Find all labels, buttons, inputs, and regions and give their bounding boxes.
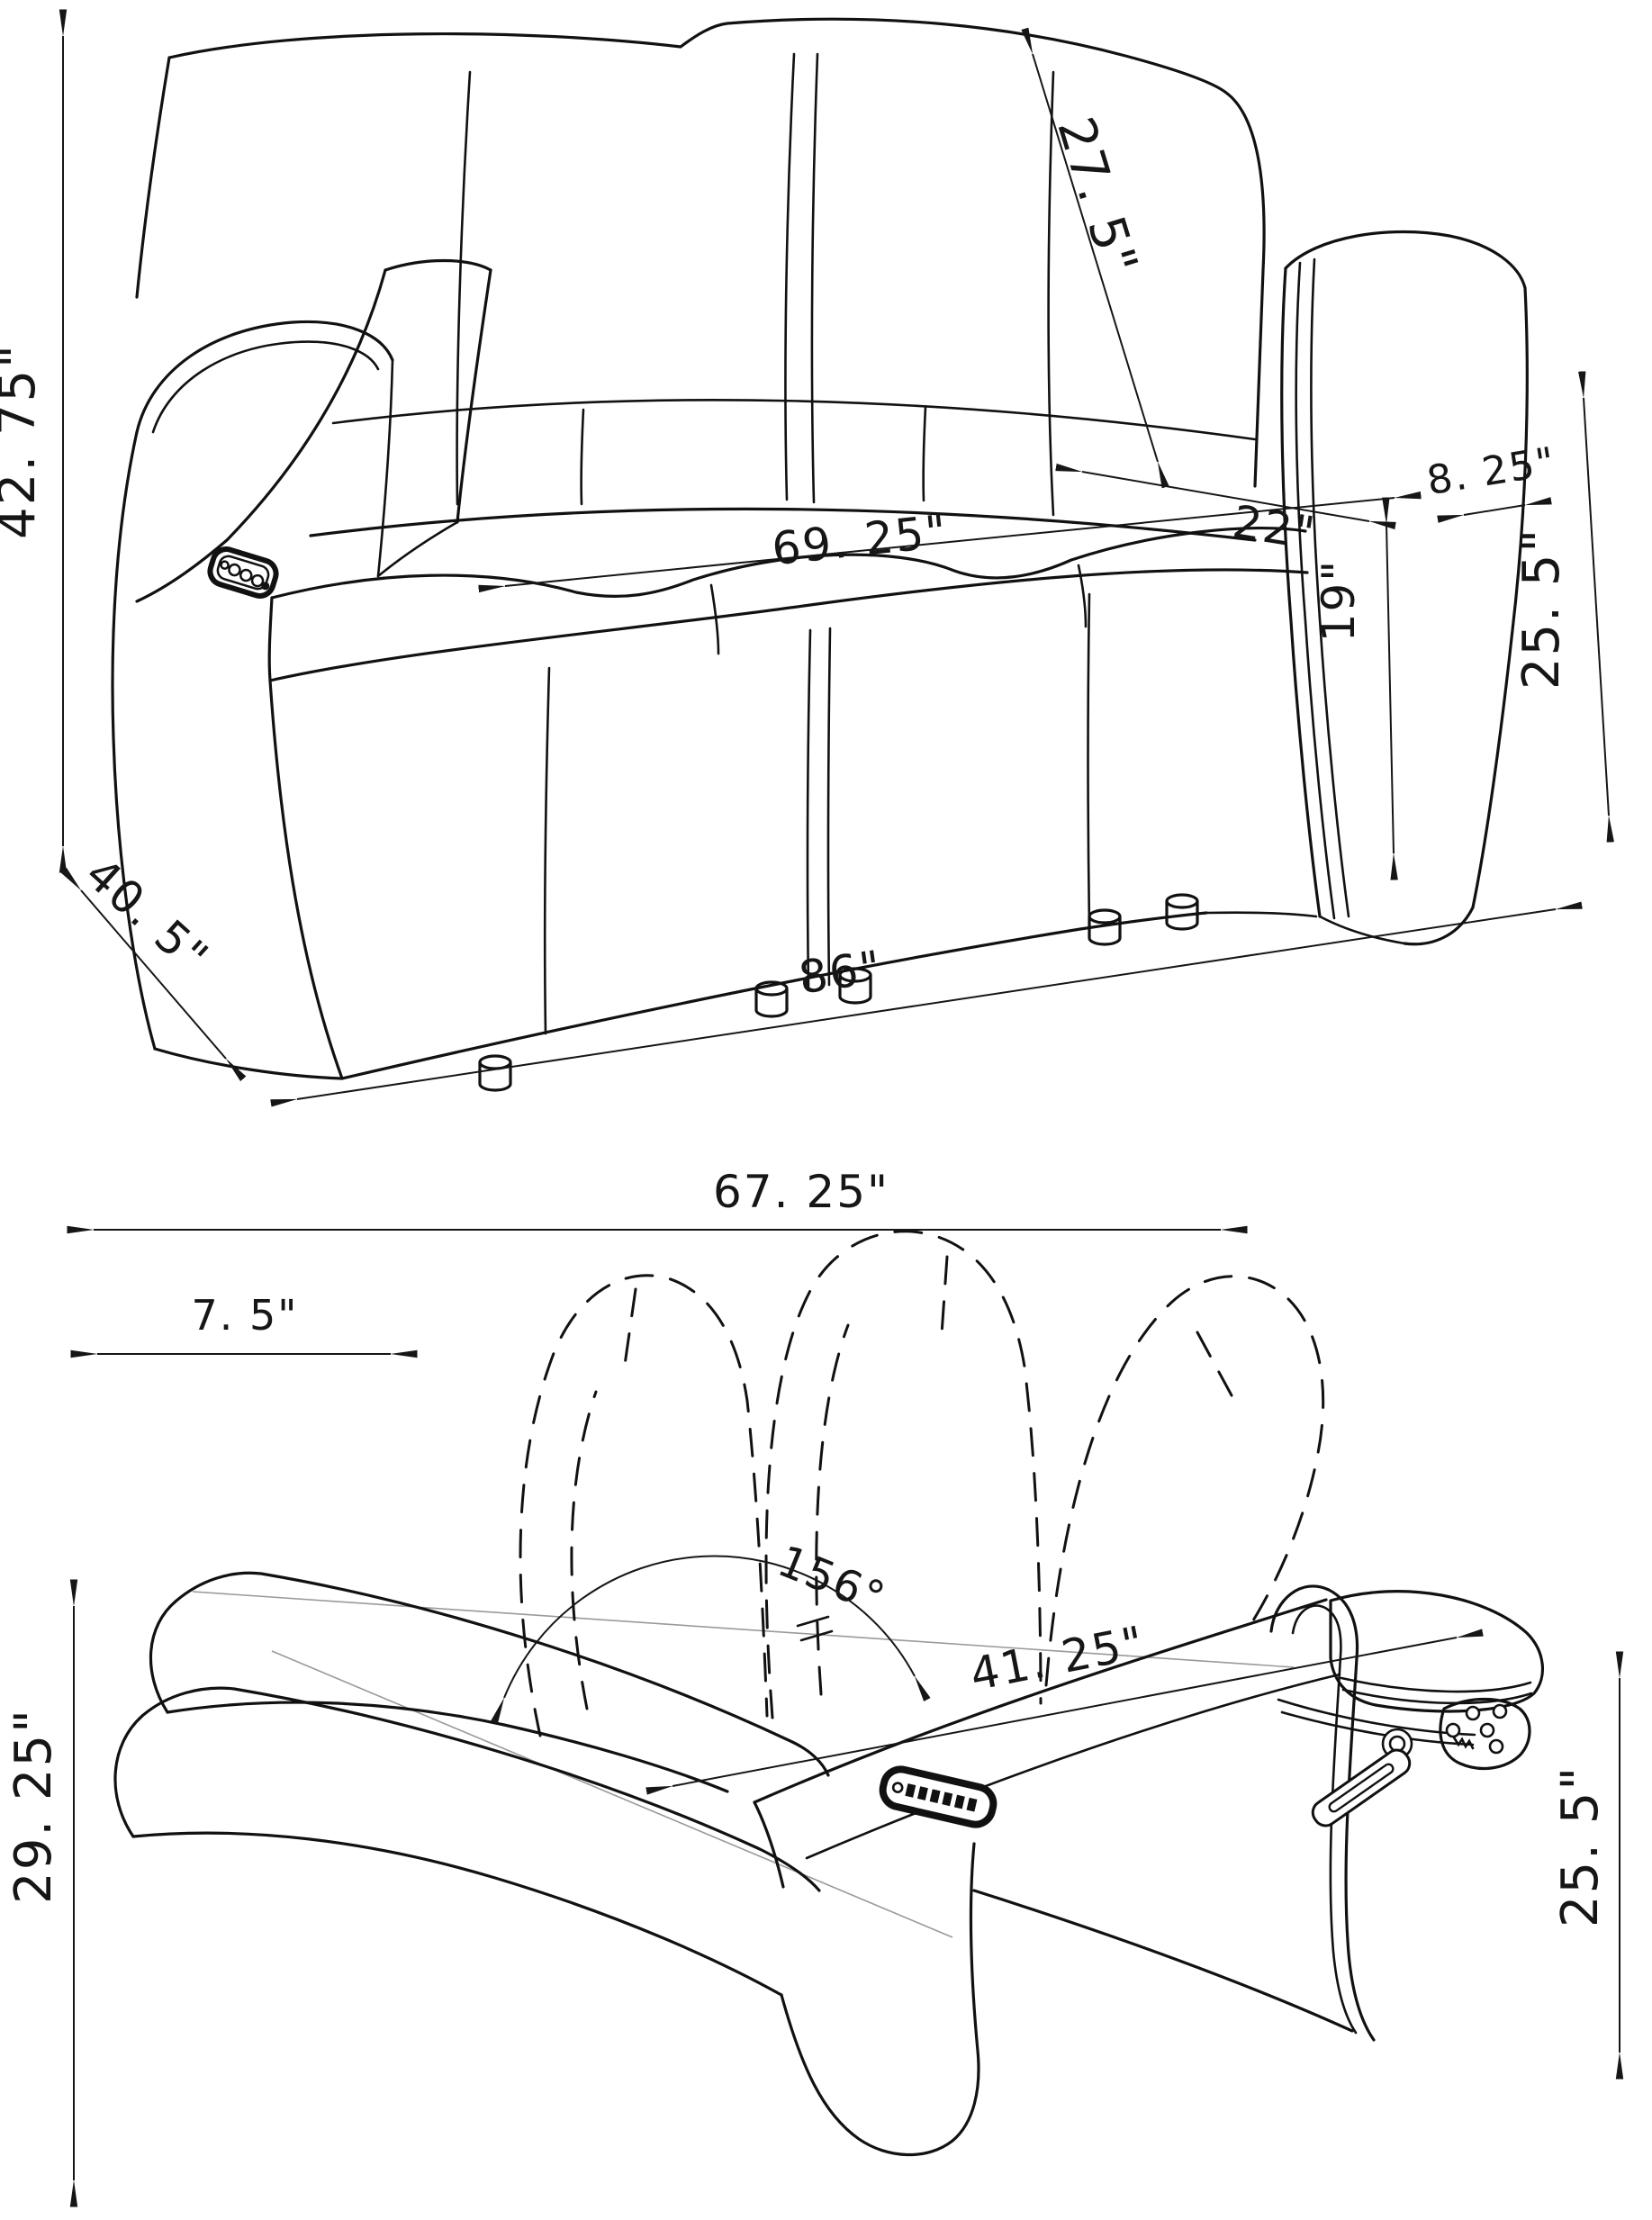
footrest-pad-top-underside (166, 1701, 729, 1793)
recliner-base-pedestal (780, 1842, 980, 2157)
left-arm-inner (376, 358, 394, 578)
recline-angle-label: 156° (771, 1536, 893, 1624)
sofa-left-wing-outer (135, 268, 387, 603)
ghost-lobe-1 (519, 1274, 769, 1737)
left-arm-piping (151, 340, 380, 434)
ghost-tick-4 (796, 1615, 830, 1628)
power-control-panel-sofa (207, 546, 279, 599)
recline-mechanism (1311, 1697, 1531, 1827)
backrest-bottom-contour (972, 1889, 1354, 2033)
mechanism-hole-5 (1488, 1738, 1504, 1755)
base-seam-1 (543, 666, 551, 1035)
dim-line-overall-width (270, 901, 1583, 1107)
arm-width-label: 8. 25" (1424, 438, 1559, 504)
dim-line-back-length (645, 1629, 1484, 1795)
lumbar-seam-1 (580, 408, 585, 506)
arm-height-label: 25. 5" (1512, 528, 1571, 690)
right-arm-inner-3 (1310, 257, 1350, 918)
dim-line-arm-width (1437, 497, 1552, 523)
dim-arc-recline-angle (491, 1555, 931, 1724)
mechanism-hole-4 (1479, 1722, 1495, 1738)
back-length-label: 41. 25" (966, 1616, 1149, 1701)
height-reclined-label: 29. 25" (5, 1708, 63, 1904)
right-arm-inner-bottom (1318, 915, 1406, 945)
left-arm-bottom (153, 1047, 344, 1080)
sofa-left-wing-inner (456, 268, 492, 524)
footrest-pad-bottom (113, 1686, 821, 1892)
back-height-label: 27. 5" (1045, 111, 1149, 283)
footrest-pad-bottom-underside (131, 1831, 783, 1997)
ghost-tick-2 (940, 1255, 949, 1336)
overall-width-label: 86" (796, 941, 886, 1004)
power-control-panel-recliner (879, 1765, 998, 1828)
ghost-lobe-2-seam (815, 1323, 850, 1696)
back-seam-2b (810, 52, 819, 504)
seat-width-label: 69. 25" (770, 505, 951, 575)
ghost-lobe-1-seam (570, 1390, 598, 1710)
ghost-tick-3 (1196, 1331, 1233, 1397)
footrest-pad-top (149, 1571, 830, 1777)
left-arm-cap (135, 320, 394, 434)
ghost-upright-backrest (519, 1230, 1325, 1737)
dim-line-seat-depth (1055, 463, 1396, 530)
seat-depth-label: 22" (1229, 495, 1320, 560)
right-arm-bottom (1403, 906, 1475, 946)
overall-depth-label: 40. 5" (76, 848, 219, 985)
ghost-tick-1 (623, 1287, 637, 1367)
mechanism-hole-1 (1465, 1705, 1481, 1721)
back-seam-1 (456, 70, 472, 506)
reference-line-2 (271, 1650, 953, 1938)
seat-height-label: 19" (1313, 559, 1365, 643)
dim-line-seat-height (1382, 497, 1398, 880)
base-left-top (267, 596, 274, 682)
headrest-piping-1 (1340, 1676, 1532, 1693)
sofa-left-wing-bottom (376, 520, 459, 578)
right-arm-inner-2 (1295, 261, 1336, 920)
ghost-lobe-3 (1044, 1275, 1325, 1687)
back-seam-2a (784, 52, 796, 501)
ghost-lobe-2 (764, 1230, 1043, 1719)
base-seam-3 (1087, 592, 1091, 927)
mechanism-hole-3 (1445, 1722, 1461, 1738)
overall-height-label: 42. 75" (0, 343, 47, 539)
dim-line-back-height (1021, 27, 1169, 489)
base-seam-2a (806, 628, 812, 990)
back-height-reclined-label: 25. 5" (1551, 1765, 1610, 1927)
seat-divider-1 (709, 583, 720, 655)
right-arm-inner-1 (1280, 266, 1322, 918)
left-arm-outer (111, 430, 157, 1051)
lumbar-seam-2 (922, 405, 927, 502)
backrest-bottom-piping-2 (1280, 1710, 1475, 1746)
dim-line-overall-depth (60, 867, 247, 1082)
base-top-edge (268, 568, 1309, 682)
base-seam-2b (826, 627, 832, 987)
mechanism-hole-2 (1492, 1703, 1508, 1719)
dim-line-arm-height (1578, 371, 1614, 843)
backrest-left-edge (753, 1800, 785, 1889)
right-arm-cap (1284, 230, 1527, 290)
mechanism-slot-arm (1311, 1748, 1412, 1827)
backrest-seam (805, 1673, 1341, 1860)
reclined-length-label: 67. 25" (713, 1166, 889, 1218)
base-left-edge (268, 679, 344, 1080)
base-right-join (1205, 911, 1318, 918)
recliner-dimension-lines: 67. 25" 7. 5" 29. 25" 156° 41. 25" 25. 5… (5, 1166, 1624, 2207)
recliner-side-drawing (113, 1230, 1545, 2157)
sofa-back-left-edge (135, 56, 171, 299)
sofa-left-wing-top (384, 258, 492, 272)
right-arm-outer (1471, 286, 1529, 909)
wall-clearance-label: 7. 5" (192, 1291, 299, 1340)
mechanism-spring (1452, 1736, 1475, 1750)
